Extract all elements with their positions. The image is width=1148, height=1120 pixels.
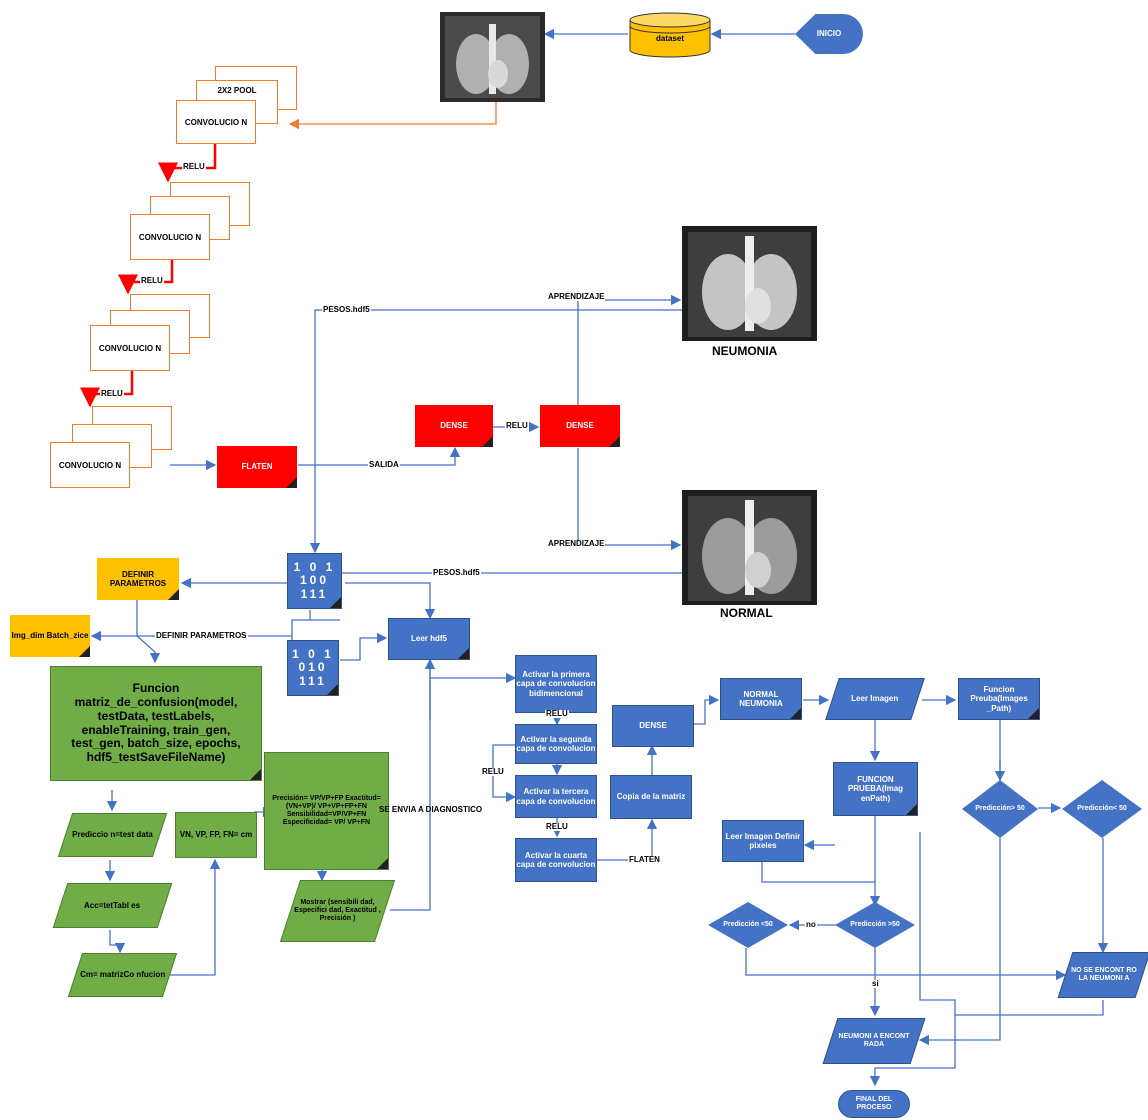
leer-imagen-definir-label: Leer Imagen Definir pixeles <box>725 831 801 850</box>
decision-lt50-a[interactable]: Predicción< 50 <box>1062 780 1142 838</box>
neumonia-title: NEUMONIA <box>712 344 778 358</box>
acc-label: Acc=tetTabl es <box>84 900 141 910</box>
normal-neumonia-label: NORMAL NEUMONIA <box>739 689 783 708</box>
relu-label-3: RELU <box>100 389 124 398</box>
database-icon <box>629 12 711 58</box>
relu-activar-1: RELU <box>545 709 569 718</box>
definir-parametros-label: DEFINIR PARAMETROS <box>109 569 167 588</box>
activar-2-node[interactable]: Activar la segunda capa de convolucion <box>515 724 597 764</box>
normal-neumonia-node[interactable]: NORMAL NEUMONIA <box>720 678 802 720</box>
activar-3-label: Activar la tercera capa de convolucion <box>516 787 596 806</box>
prediccion-test-node[interactable]: Prediccio n=test data <box>57 813 168 857</box>
si-label: si <box>871 979 880 988</box>
aprendizaje-top-label: APRENDIZAJE <box>547 292 606 301</box>
xray-neumonia-image <box>682 226 817 341</box>
binary-2-label: 1 0 1 010 111 <box>292 647 334 688</box>
img-dim-label: Img_dim Batch_zice <box>11 631 89 641</box>
relu-dense-label: RELU <box>505 421 529 430</box>
funcion-prueba-2-node[interactable]: FUNCION PRUEBA(Imag enPath) <box>833 762 918 816</box>
decision-lt50-a-label: Predicción< 50 <box>1077 805 1127 813</box>
conv-block-3[interactable]: CONVOLUCIO N <box>90 325 170 371</box>
aprendizaje-bottom-label: APRENDIZAJE <box>547 539 606 548</box>
dense-blue-node[interactable]: DENSE <box>612 705 694 747</box>
conv-block-2[interactable]: CONVOLUCIO N <box>130 214 210 260</box>
flaten-label: FLATEN <box>241 462 273 472</box>
final-label: FINAL DEL PROCESO <box>855 1095 893 1111</box>
final-terminal[interactable]: FINAL DEL PROCESO <box>838 1090 910 1118</box>
dense-label-1: DENSE <box>440 421 468 431</box>
vn-vp-node[interactable]: VN, VP, FP, FN= cm <box>175 812 257 858</box>
decision-lt50-b[interactable]: Predicción <50 <box>708 902 788 948</box>
salida-label: SALIDA <box>368 460 400 469</box>
dataset-cylinder[interactable]: dataset <box>628 12 712 58</box>
funcion-prueba-node[interactable]: Funcion Preuba(Images _Path) <box>958 678 1040 720</box>
dense-label-2: DENSE <box>566 421 594 431</box>
acc-node[interactable]: Acc=tetTabl es <box>52 883 173 928</box>
activar-1-node[interactable]: Activar la primera capa de convolucion b… <box>515 655 597 713</box>
definir-parametros-node[interactable]: DEFINIR PARAMETROS <box>97 558 179 600</box>
decision-lt50-b-label: Predicción <50 <box>723 921 773 929</box>
copia-matriz-node[interactable]: Copia de la matriz <box>610 775 692 819</box>
cm-node[interactable]: Cm= matrizCo nfucion <box>67 953 178 997</box>
leer-hdf5-label: Leer hdf5 <box>410 634 447 644</box>
vn-vp-label: VN, VP, FP, FN= cm <box>179 830 253 840</box>
decision-gt50-b[interactable]: Predicción >50 <box>835 902 915 948</box>
relu-label-2: RELU <box>140 276 164 285</box>
activar-4-label: Activar la cuarta capa de convolucion <box>516 850 596 869</box>
pesos-bottom-label: PESOS.hdf5 <box>432 568 481 577</box>
decision-gt50-a-label: Predicción> 50 <box>975 805 1025 813</box>
copia-matriz-label: Copia de la matriz <box>616 792 686 802</box>
dense-blue-label: DENSE <box>639 721 667 731</box>
flaten-edge-label: FLATEN <box>628 855 661 864</box>
xray-dataset-image <box>440 12 545 102</box>
pesos-top-label: PESOS.hdf5 <box>322 305 371 314</box>
dense-node-2[interactable]: DENSE <box>540 405 620 447</box>
dense-node-1[interactable]: DENSE <box>415 405 493 447</box>
funcion-matriz-label: Funcion matriz_de_confusion(model, testD… <box>71 681 241 765</box>
activar-2-label: Activar la segunda capa de convolucion <box>516 734 596 753</box>
decision-gt50-b-label: Predicción >50 <box>850 921 900 929</box>
no-se-encontro-label: NO SE ENCONT RO LA NEUMONI A <box>1071 966 1137 982</box>
leer-imagen-node[interactable]: Leer Imagen <box>825 678 925 720</box>
mostrar-label: Mostrar (sensibili dad, Especifici dad, … <box>294 898 381 923</box>
metricas-node[interactable]: Precisión= VP/VP+FP Exactitud= (VN+VP)/ … <box>264 752 389 870</box>
pool-label: 2X2 POOL <box>217 85 257 95</box>
se-envia-label: SE ENVIA A DIAGNOSTICO <box>379 805 483 814</box>
conv-block-1[interactable]: CONVOLUCIO N <box>176 100 256 144</box>
leer-imagen-label: Leer Imagen <box>851 694 899 704</box>
activar-4-node[interactable]: Activar la cuarta capa de convolucion <box>515 838 597 882</box>
binary-1-label: 1 0 1 100 111 <box>293 560 336 601</box>
metricas-label: Precisión= VP/VP+FP Exactitud= (VN+VP)/ … <box>272 794 381 827</box>
no-label: no <box>805 920 817 929</box>
weights-binary-1[interactable]: 1 0 1 100 111 <box>287 553 342 609</box>
neumonia-encontrada-label: NEUMONI A ENCONT RADA <box>838 1032 910 1048</box>
decision-gt50-a[interactable]: Predicción> 50 <box>962 780 1038 838</box>
cm-label: Cm= matrizCo nfucion <box>79 970 166 980</box>
prediccion-test-label: Prediccio n=test data <box>72 830 153 840</box>
funcion-prueba-2-label: FUNCION PRUEBA(Imag enPath) <box>847 775 904 803</box>
definir-parametros-edge-label: DEFINIR PARAMETROS <box>155 631 248 640</box>
weights-binary-2[interactable]: 1 0 1 010 111 <box>287 640 339 696</box>
neumonia-encontrada-node[interactable]: NEUMONI A ENCONT RADA <box>822 1018 926 1064</box>
relu-label-1: RELU <box>182 162 206 171</box>
funcion-prueba-label: Funcion Preuba(Images _Path) <box>970 685 1028 713</box>
img-dim-node[interactable]: Img_dim Batch_zice <box>10 615 90 657</box>
start-label: INICIO <box>816 29 842 39</box>
mostrar-node[interactable]: Mostrar (sensibili dad, Especifici dad, … <box>279 880 396 942</box>
relu-activar-3: RELU <box>545 822 569 831</box>
flaten-node[interactable]: FLATEN <box>217 446 297 488</box>
conv-block-4[interactable]: CONVOLUCIO N <box>50 442 130 488</box>
normal-title: NORMAL <box>720 606 773 620</box>
leer-imagen-definir-node[interactable]: Leer Imagen Definir pixeles <box>722 820 804 862</box>
funcion-matriz-node[interactable]: Funcion matriz_de_confusion(model, testD… <box>50 666 262 781</box>
dataset-label: dataset <box>655 34 684 44</box>
no-se-encontro-node[interactable]: NO SE ENCONT RO LA NEUMONI A <box>1057 952 1148 998</box>
leer-hdf5-node[interactable]: Leer hdf5 <box>388 618 470 660</box>
relu-activar-2: RELU <box>481 767 505 776</box>
xray-normal-image <box>682 490 817 605</box>
activar-3-node[interactable]: Activar la tercera capa de convolucion <box>515 775 597 818</box>
activar-1-label: Activar la primera capa de convolucion b… <box>516 670 596 698</box>
